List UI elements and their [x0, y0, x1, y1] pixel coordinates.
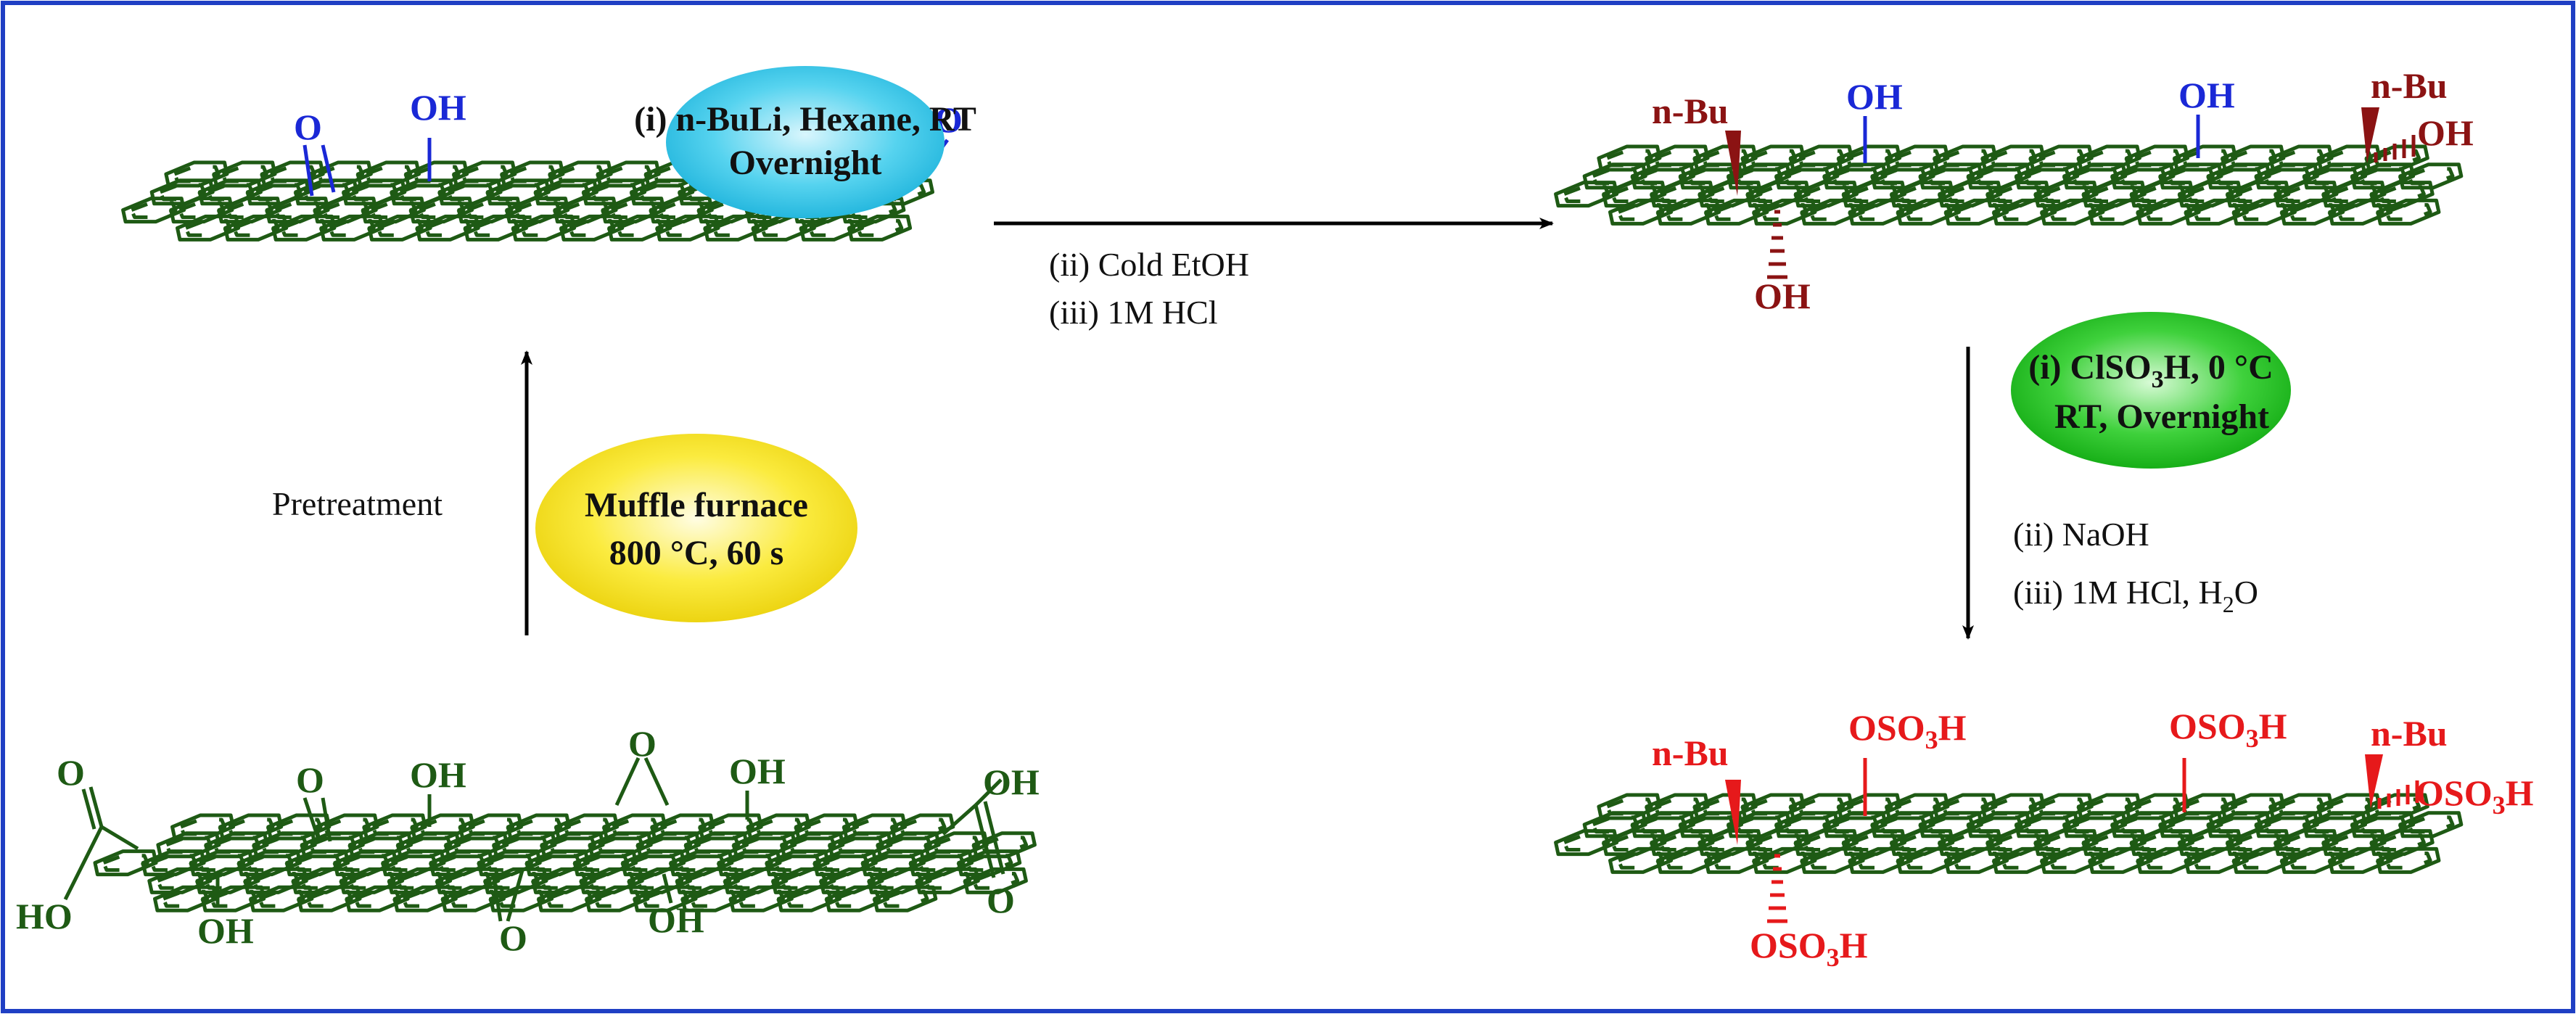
go-epoxide-o-1: O: [296, 759, 324, 800]
sulfonated-nbu-right: n-Bu: [2371, 713, 2448, 754]
sulfonated-functional-groups: [1725, 754, 2419, 923]
go-oh-top-2: OH: [729, 751, 786, 791]
aromatic-ring: [2369, 181, 2435, 208]
aromatic-ring-inner: [2384, 852, 2432, 870]
go-cooh-left-o: O: [57, 752, 85, 793]
aromatic-ring: [2369, 829, 2435, 857]
sulfonated-oso3h-2: OSO3H: [2169, 706, 2287, 753]
aromatic-ring: [2376, 846, 2441, 874]
go-cooh-left-ho: HO: [16, 896, 73, 936]
butylated-functional-groups: [1725, 107, 2416, 279]
butylated-sheet-structure: [1554, 144, 2464, 226]
butylated-nbu-right: n-Bu: [2371, 65, 2448, 106]
rgo-epoxide-o: O: [294, 107, 322, 147]
step1-cond-ii: (ii) Cold EtOH: [1049, 246, 1249, 283]
go-sheet-structure: [93, 813, 1037, 912]
go-cooh-right-oh: OH: [983, 762, 1040, 802]
sulfonated-oso3h-right: OSO3H: [2416, 772, 2534, 820]
aromatic-ring-inner: [971, 872, 1020, 890]
aromatic-ring-inner: [855, 219, 904, 237]
aromatic-ring-inner: [2384, 203, 2432, 221]
go-oh-bottom-right: OH: [648, 899, 704, 940]
butylated-oh-2: OH: [2178, 75, 2235, 115]
step2-reagent-line1: (i) ClSO3H, 0 °C: [2028, 348, 2273, 393]
pretreatment-label: Pretreatment: [272, 485, 443, 522]
butylated-oh-right: OH: [2417, 112, 2474, 153]
sulfonated-nbu-left: n-Bu: [1652, 733, 1729, 773]
aromatic-ring: [2376, 198, 2441, 226]
butylated-nbu-left: n-Bu: [1652, 91, 1729, 131]
step1-reagent-line2: Overnight: [729, 144, 882, 182]
step2-cond-iii: (iii) 1M HCl, H2O: [2013, 574, 2258, 617]
go-oh-bottom-left: OH: [197, 910, 254, 951]
aromatic-ring-inner: [881, 889, 929, 908]
butylated-oh-1: OH: [1846, 76, 1903, 117]
go-epoxide-o-3: O: [628, 723, 657, 764]
step1-cond-iii: (iii) 1M HCl: [1049, 294, 1218, 331]
pretreatment-line2: 800 °C, 60 s: [609, 534, 784, 572]
sulfonated-oso3h-bottom: OSO3H: [1750, 925, 1868, 972]
go-oh-top-1: OH: [410, 754, 466, 795]
step2-reagent-bubble: [2011, 312, 2291, 469]
pretreatment-bubble: [535, 434, 857, 622]
aromatic-ring: [873, 885, 938, 912]
go-cooh-right-o: O: [987, 880, 1015, 920]
aromatic-ring: [847, 214, 913, 242]
sulfonated-oso3h-1: OSO3H: [1848, 707, 1967, 754]
butylated-oh-bottom: OH: [1754, 276, 1811, 316]
aromatic-ring: [2398, 811, 2464, 838]
aromatic-ring: [2398, 162, 2464, 190]
pretreatment-line1: Muffle furnace: [585, 486, 808, 524]
sulfonated-sheet-structure: [1554, 793, 2464, 874]
go-functional-groups: [63, 757, 1005, 922]
step2-reagent-line2: RT, Overnight: [2054, 397, 2269, 436]
go-epoxide-o-2: O: [499, 918, 527, 958]
step1-reagent-bubble: [666, 66, 945, 218]
rgo-oh-1: OH: [410, 87, 466, 128]
step1-reagent-line1: (i) n-BuLi, Hexane, RT: [634, 100, 976, 139]
step2-cond-ii: (ii) NaOH: [2013, 516, 2149, 553]
